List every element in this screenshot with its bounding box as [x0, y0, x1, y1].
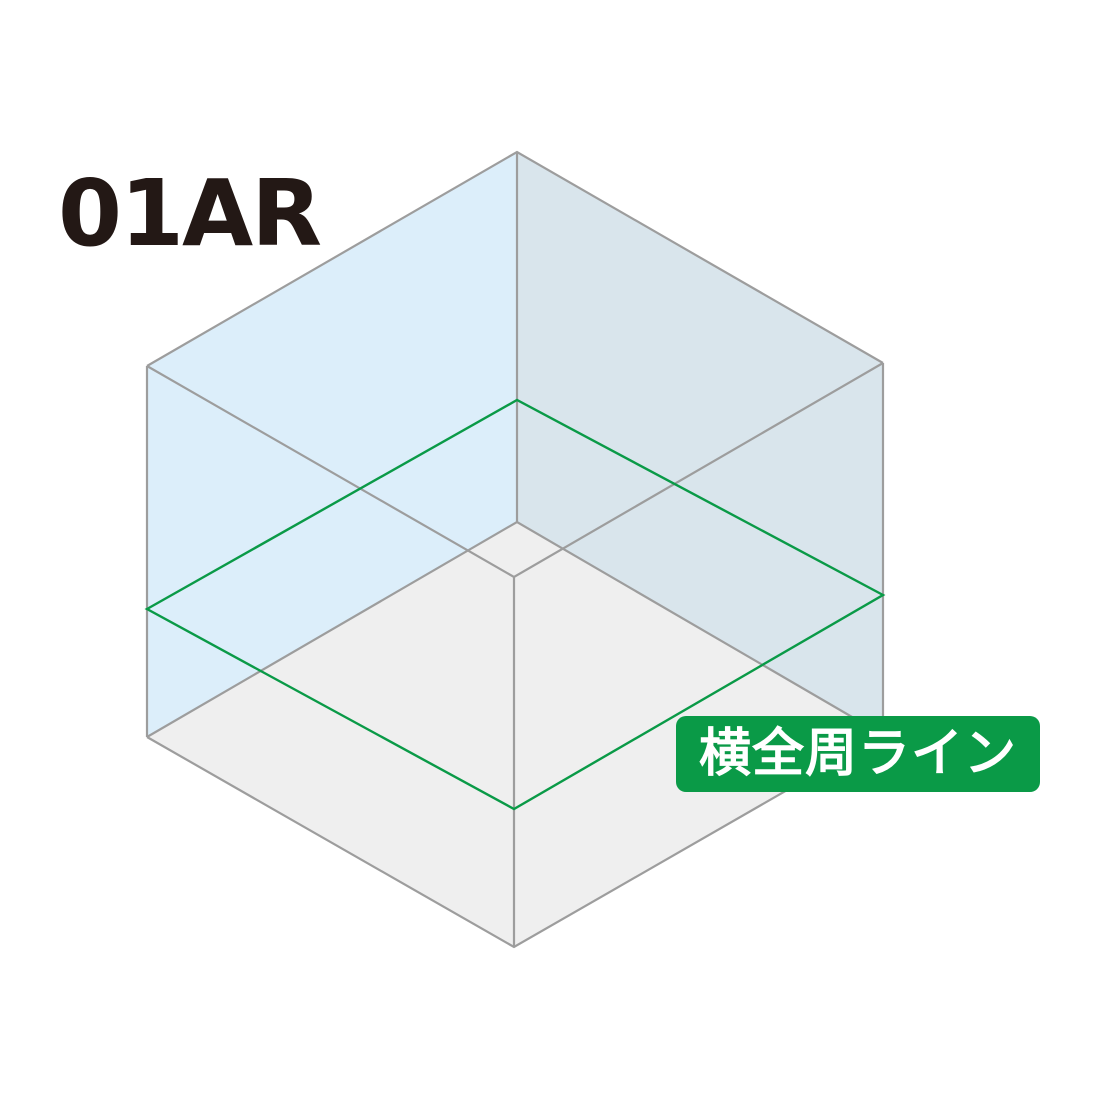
line-badge: 横全周ライン	[676, 716, 1040, 792]
model-title: 01AR	[58, 160, 322, 267]
front-edges	[145, 362, 885, 949]
back-edges	[146, 150, 884, 738]
line-badge-label: 横全周ライン	[698, 724, 1017, 784]
left-wall-face	[147, 152, 517, 737]
horizontal-laser-line	[144, 398, 886, 811]
right-wall-face	[517, 152, 883, 735]
